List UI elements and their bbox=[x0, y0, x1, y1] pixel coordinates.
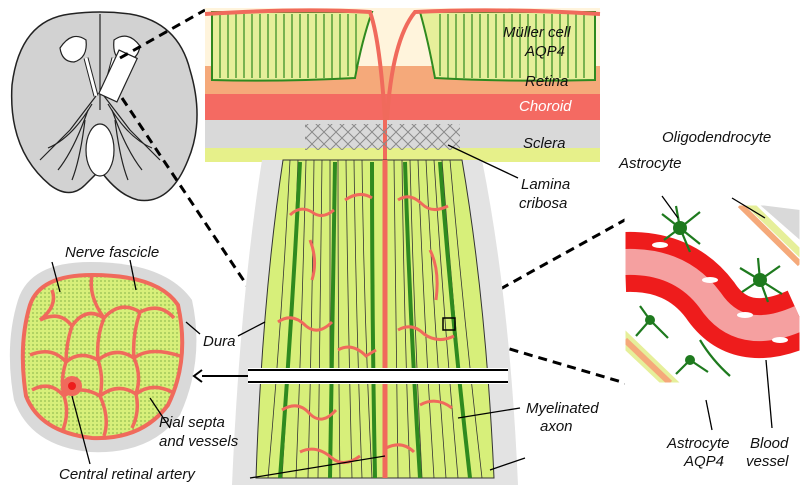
label-muller-cell: Müller cell bbox=[503, 24, 571, 41]
label-myelinated: Myelinated bbox=[526, 400, 599, 417]
label-sclera: Sclera bbox=[523, 135, 566, 152]
label-oligodendrocyte: Oligodendrocyte bbox=[662, 129, 771, 146]
label-axon: axon bbox=[540, 418, 573, 435]
magnified-inset bbox=[625, 205, 800, 383]
label-astrocyte-aqp4-2: AQP4 bbox=[683, 453, 724, 470]
label-blood: Blood bbox=[750, 435, 789, 452]
brain-schematic bbox=[10, 11, 198, 202]
label-vessel: vessel bbox=[746, 453, 789, 470]
label-retina: Retina bbox=[525, 73, 568, 90]
label-nerve-fascicle: Nerve fascicle bbox=[65, 244, 159, 261]
eye-wall bbox=[204, 8, 601, 478]
label-cribosa: cribosa bbox=[519, 195, 567, 212]
label-pial-septa: Pial septa bbox=[159, 414, 225, 431]
label-and-vessels: and vessels bbox=[159, 433, 239, 450]
label-astrocyte-aqp4-1: Astrocyte bbox=[666, 435, 730, 452]
labels: Müller cell AQP4 Retina Choroid Sclera L… bbox=[59, 24, 789, 483]
label-choroid: Choroid bbox=[519, 98, 572, 115]
label-astrocyte: Astrocyte bbox=[618, 155, 682, 172]
label-central-retinal-artery: Central retinal artery bbox=[59, 466, 196, 483]
label-aqp4-top: AQP4 bbox=[524, 43, 565, 60]
leader-lines bbox=[51, 144, 773, 479]
label-dura: Dura bbox=[203, 333, 236, 350]
label-lamina: Lamina bbox=[521, 176, 570, 193]
optic-nerve bbox=[232, 159, 518, 485]
nerve-cross-section bbox=[9, 262, 197, 453]
